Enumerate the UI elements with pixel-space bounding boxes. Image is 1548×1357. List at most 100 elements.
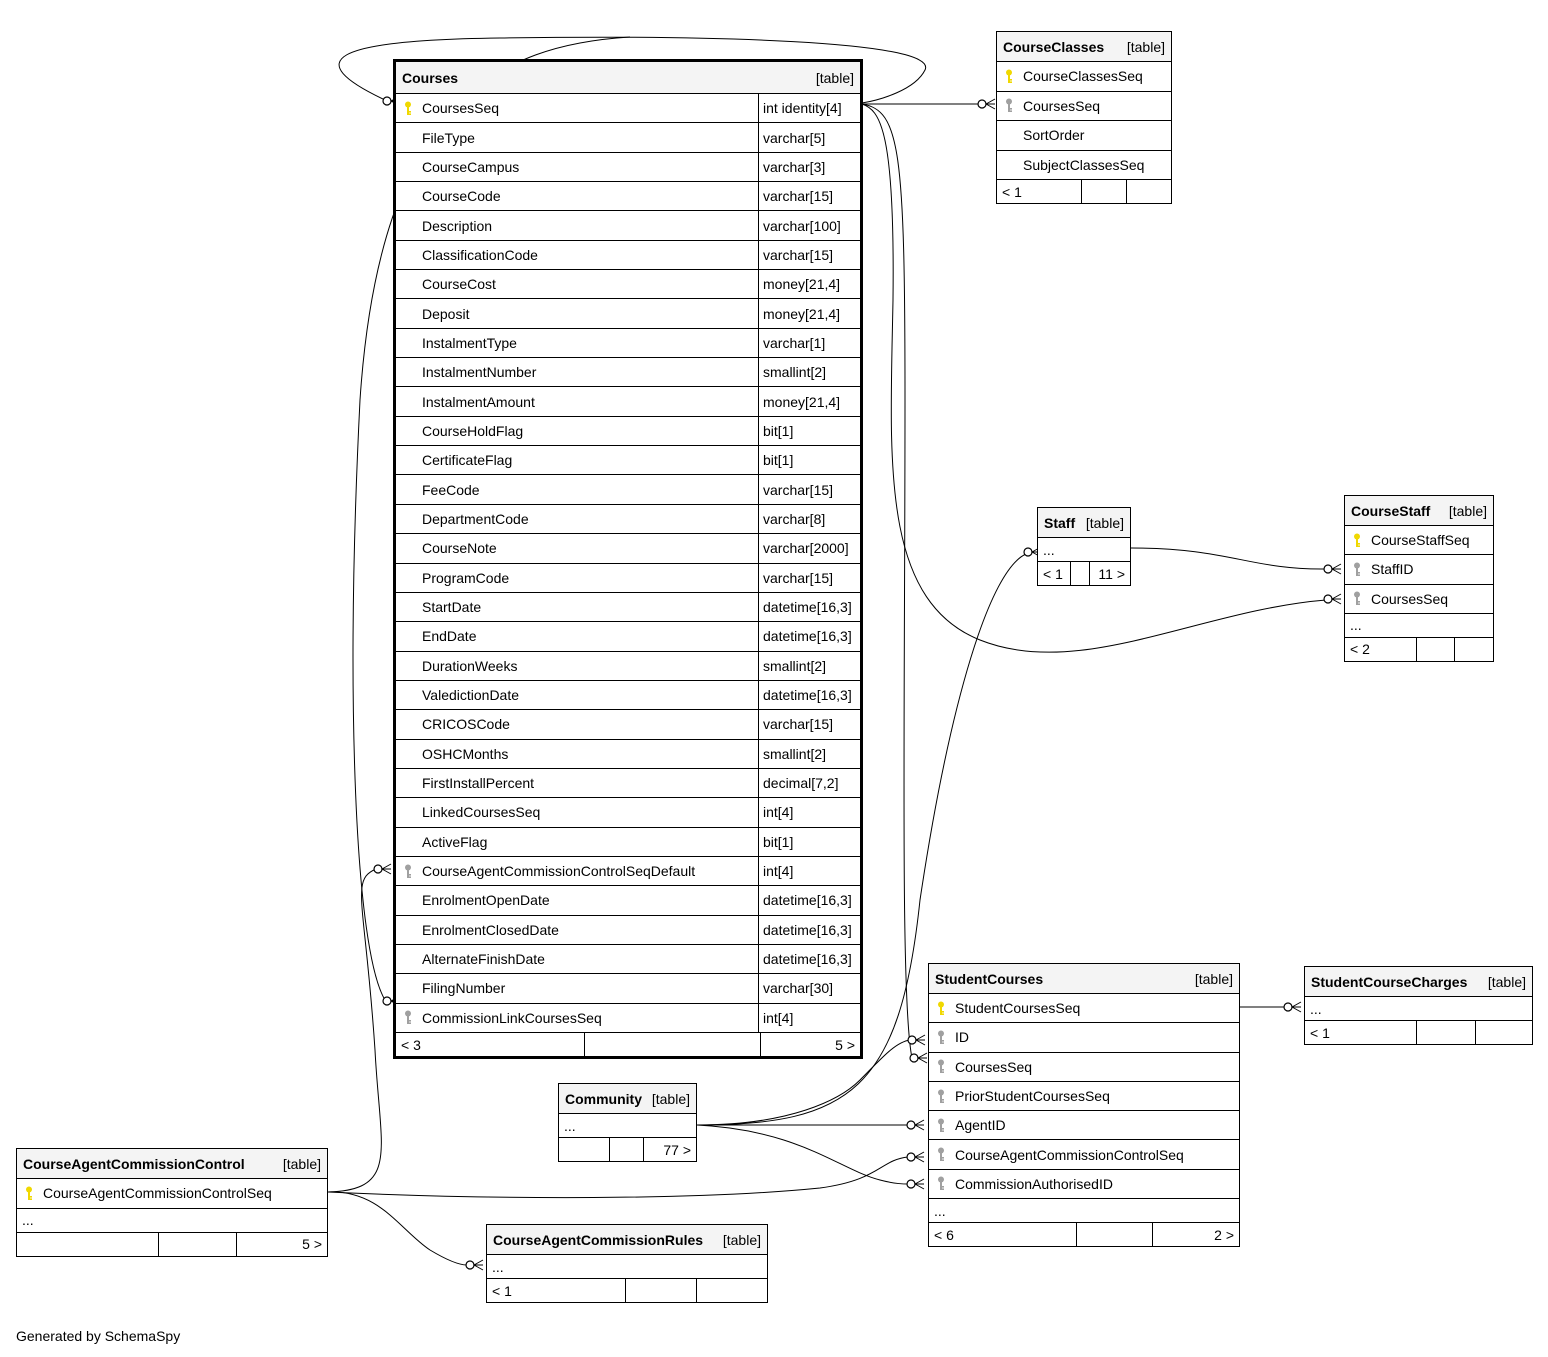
studentcourses-table[interactable]: StudentCourses [table] StudentCoursesSeq… (928, 963, 1240, 1248)
column-type: datetime[16,3] (758, 680, 860, 710)
staff-table[interactable]: Staff [table] ... < 1 11 > (1037, 507, 1131, 586)
footer-parents[interactable]: < 2 (1350, 641, 1370, 658)
self-link-courses-end-optional-marker (382, 96, 392, 106)
courseagentcommissionrules-table[interactable]: CourseAgentCommissionRules [table] ... <… (486, 1224, 768, 1303)
studentcoursecharges-table[interactable]: StudentCourseCharges [table] ... < 1 (1304, 966, 1533, 1045)
columns-ellipsis[interactable]: ... (1345, 612, 1493, 637)
table-kind: [table] (722, 1231, 761, 1248)
link-community-sc-id (696, 1039, 911, 1126)
columns-ellipsis[interactable]: ... (1038, 537, 1130, 561)
column-name: StudentCoursesSeq (955, 1000, 1081, 1017)
columns-ellipsis[interactable]: ... (1305, 996, 1532, 1020)
column-row[interactable]: ID (929, 1022, 1239, 1051)
column-name-cell: EnrolmentOpenDate (396, 886, 758, 914)
column-row[interactable]: CoursesSeq (997, 90, 1171, 121)
column-name-cell: CommissionLinkCoursesSeq (396, 1004, 758, 1032)
footer-children[interactable]: 11 > (1089, 562, 1130, 585)
footer-children[interactable] (1454, 637, 1493, 661)
column-row[interactable]: CoursesSeq (929, 1051, 1239, 1081)
footer-parents[interactable] (559, 1138, 609, 1161)
link-staff-coursestaff-end-optional-marker (1323, 564, 1333, 574)
column-row[interactable]: PriorStudentCoursesSeq (929, 1080, 1239, 1110)
columns-ellipsis[interactable]: ... (559, 1113, 696, 1137)
footer-children[interactable]: 2 > (1152, 1223, 1239, 1247)
footer-children[interactable]: 77 > (643, 1138, 696, 1161)
column-name: EnrolmentClosedDate (422, 921, 559, 938)
column-row[interactable]: CourseStaffSeq (1345, 525, 1493, 554)
column-row[interactable]: AgentID (929, 1110, 1239, 1139)
footer-parents[interactable]: < 6 (934, 1226, 954, 1243)
column-name-cell: DepartmentCode (396, 505, 758, 533)
column-row[interactable]: CourseClassesSeq (997, 61, 1171, 91)
community-table[interactable]: Community [table] ... 77 > (558, 1083, 697, 1162)
courseagentcommissioncontrol-table[interactable]: CourseAgentCommissionControl [table] Cou… (16, 1148, 328, 1257)
footer-parents[interactable]: < 1 (1002, 183, 1022, 200)
column-name-cell: CourseClassesSeq (997, 62, 1171, 91)
link-courses-courseclasses-end-optional-marker (977, 99, 987, 109)
column-row[interactable]: StaffID (1345, 554, 1493, 583)
footer-children[interactable]: 5 > (760, 1033, 860, 1056)
footer-parents[interactable]: < 1 (492, 1282, 512, 1299)
column-name-cell: PriorStudentCoursesSeq (929, 1082, 1239, 1110)
column-row[interactable]: CommissionAuthorisedID (929, 1168, 1239, 1198)
footer-parents[interactable]: < 3 (401, 1036, 421, 1053)
footer-children[interactable]: 5 > (236, 1232, 327, 1256)
column-row[interactable]: CourseAgentCommissionControlSeq (17, 1178, 327, 1208)
columns-ellipsis[interactable]: ... (17, 1207, 327, 1232)
footer-children[interactable] (696, 1279, 767, 1302)
column-type: int[4] (758, 1003, 860, 1032)
column-type: smallint[2] (758, 358, 860, 387)
footer-parents[interactable]: < 1 (1310, 1024, 1330, 1041)
columns-ellipsis[interactable]: ... (929, 1198, 1239, 1222)
column-name: ActiveFlag (422, 833, 488, 850)
column-row[interactable]: SortOrder (997, 120, 1171, 150)
footer-parents[interactable]: < 1 (1043, 565, 1063, 582)
column-type: varchar[1] (758, 328, 860, 358)
column-row[interactable]: CourseAgentCommissionControlSeq (929, 1139, 1239, 1168)
footer-children[interactable] (1126, 180, 1171, 203)
column-row[interactable]: CoursesSeq (1345, 583, 1493, 613)
column-name: EndDate (422, 628, 477, 645)
column-row[interactable]: StudentCoursesSeq (929, 993, 1239, 1022)
footer-parents[interactable] (17, 1233, 158, 1256)
column-row[interactable]: SubjectClassesSeq (997, 149, 1171, 180)
columns-ellipsis[interactable]: ... (487, 1254, 767, 1278)
footer-children[interactable] (1475, 1021, 1532, 1044)
column-type: money[21,4] (758, 270, 860, 299)
